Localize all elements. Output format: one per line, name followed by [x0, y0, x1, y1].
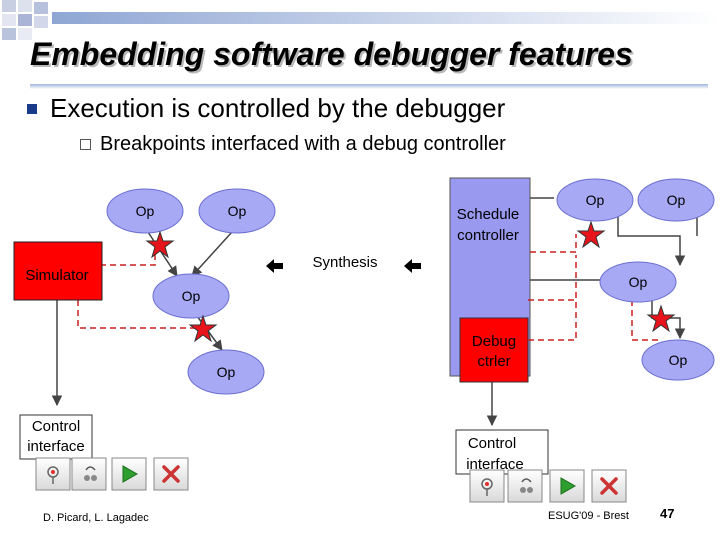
breakpoint-star-icon: [188, 314, 218, 343]
simulator-label: Simulator: [25, 267, 88, 284]
control-label: interface: [466, 456, 524, 473]
op-node: [106, 188, 184, 234]
control-interface-box: [455, 429, 549, 475]
step-button[interactable]: [507, 469, 543, 503]
simulator-box: [13, 241, 103, 301]
op-label: Op: [629, 274, 648, 290]
op-label: Op: [217, 364, 236, 380]
debug-link: [530, 234, 577, 253]
title-underline: [30, 84, 708, 89]
stop-icon: [162, 465, 180, 483]
control-label: Control: [32, 418, 80, 435]
debug-link: [528, 255, 577, 341]
breakpoint-star-icon: [646, 304, 676, 333]
step-button[interactable]: [71, 457, 107, 491]
bullet-checkbox-icon: [80, 139, 91, 150]
debug-link: [100, 242, 156, 266]
play-icon: [122, 465, 139, 483]
right-arrow-icon: [404, 259, 421, 273]
bullet-secondary: Breakpoints interfaced with a debug cont…: [100, 133, 506, 155]
op-node: [599, 261, 677, 303]
slide-number: 47: [660, 506, 675, 521]
op-node: [198, 188, 276, 234]
control-label: Control: [468, 435, 516, 452]
control-label: interface: [27, 438, 85, 455]
debug-controller-box: [459, 317, 529, 383]
edge: [147, 231, 178, 277]
op-node: [641, 339, 715, 381]
op-node: [152, 273, 230, 319]
left-graph: Op Op Op Op Simulator Control interface: [13, 188, 276, 491]
synthesis-transition: Synthesis: [266, 254, 421, 273]
bullet-primary: Execution is controlled by the debugger: [50, 93, 506, 123]
op-label: Op: [586, 192, 605, 208]
op-label: Op: [669, 352, 688, 368]
breakpoint-icon-dot: [51, 470, 55, 474]
op-node: [637, 178, 715, 222]
op-node: [556, 178, 634, 222]
breakpoint-star-icon: [576, 220, 606, 249]
step-icon: [520, 487, 526, 493]
bullet-square-icon: [27, 104, 37, 114]
edge: [191, 231, 233, 277]
control-interface-box: [19, 414, 93, 460]
play-icon: [560, 477, 577, 495]
schedule-label: controller: [457, 227, 519, 244]
toolbar-left: [35, 457, 189, 491]
op-label: Op: [667, 192, 686, 208]
breakpoint-star-icon: [145, 230, 175, 259]
toolbar-right: [469, 469, 627, 503]
synthesis-label: Synthesis: [312, 254, 377, 271]
step-icon: [84, 475, 90, 481]
op-node: [187, 349, 265, 395]
op-label: Op: [228, 203, 247, 219]
schedule-label: Schedule: [457, 206, 520, 223]
op-label: Op: [182, 288, 201, 304]
footer-author: D. Picard, L. Lagadec: [43, 512, 149, 524]
edge: [617, 212, 686, 267]
debug-label: Debug: [472, 333, 516, 350]
debug-label: ctrler: [477, 353, 510, 370]
right-graph: Schedule controller Debug ctrler Op Op O…: [449, 177, 715, 503]
debug-link: [631, 300, 660, 341]
right-arrow-icon: [266, 259, 283, 273]
op-label: Op: [136, 203, 155, 219]
stop-icon: [600, 477, 618, 495]
slide-title: Embedding software debugger features: [30, 36, 633, 72]
footer-event: ESUG'09 - Brest: [548, 510, 629, 522]
breakpoint-icon-dot: [485, 482, 489, 486]
